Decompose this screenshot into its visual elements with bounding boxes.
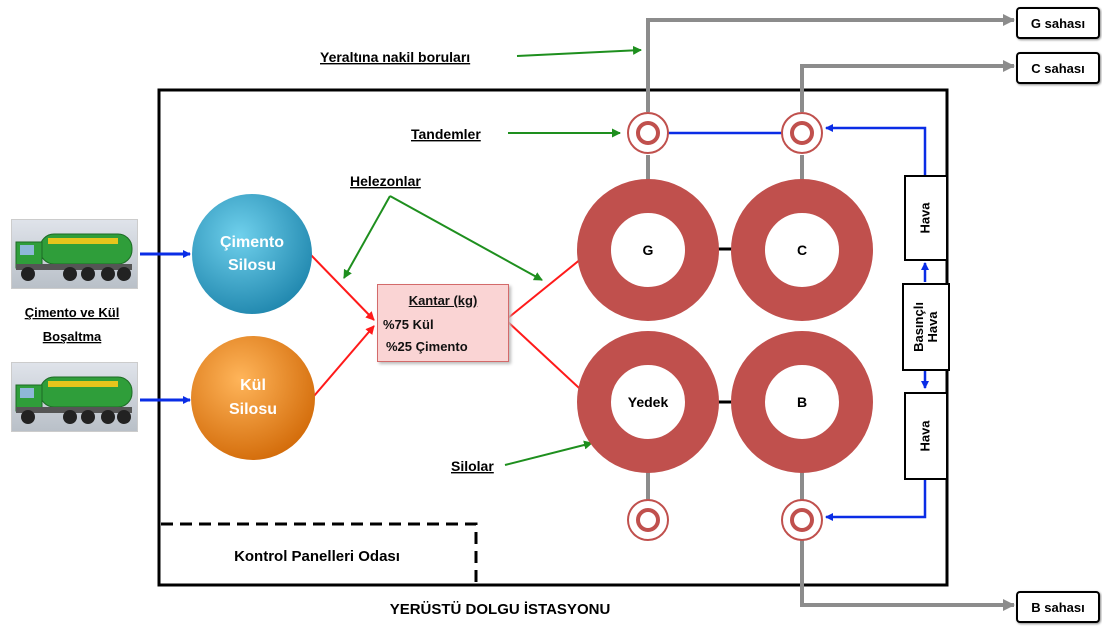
- silo-b-label: B: [797, 394, 807, 410]
- label-silos: Silolar: [451, 458, 494, 474]
- air-box-top: Hava: [904, 175, 948, 261]
- scale-title: Kantar (kg): [408, 293, 478, 308]
- scale-line1: %75 Kül: [383, 317, 434, 332]
- tandem-g: [627, 112, 669, 154]
- site-b-box: B sahası: [1016, 591, 1100, 623]
- site-c-box: C sahası: [1016, 52, 1100, 84]
- control-room-outline: [161, 522, 478, 585]
- label-unloading-line1: Çimento ve Kül: [25, 305, 120, 320]
- silo-b: [731, 331, 873, 473]
- arrow-pipes-label: [516, 45, 642, 57]
- air-bottom-label: Hava: [917, 420, 933, 452]
- label-unloading-line2: Boşaltma: [43, 329, 102, 344]
- scale-box: Kantar (kg) %75 Kül %25 Çimento: [377, 284, 509, 362]
- label-control-room: Kontrol Panelleri Odası: [234, 548, 400, 565]
- pipe-to-b-site: [800, 540, 1015, 611]
- air-line-top: [825, 124, 927, 175]
- label-tandems: Tandemler: [411, 126, 481, 142]
- arrow-silos-label: [504, 440, 593, 466]
- site-b-label: B sahası: [1031, 599, 1085, 615]
- silo-g-label: G: [643, 242, 654, 258]
- air-line-bottom: [825, 478, 927, 521]
- truck-image-top: [11, 219, 138, 289]
- silo-c: [731, 179, 873, 321]
- flow-scale-to-yedek: [507, 321, 593, 401]
- label-underground-pipes: Yeraltına nakil boruları: [320, 49, 470, 65]
- site-c-label: C sahası: [1031, 60, 1085, 76]
- flow-ash-to-scale: [313, 325, 375, 397]
- label-station-title: YERÜSTÜ DOLGU İSTASYONU: [390, 601, 611, 618]
- arrow-augers-left: [343, 195, 391, 279]
- silo-g: [577, 179, 719, 321]
- air-top-label: Hava: [917, 202, 933, 234]
- silo-c-label: C: [797, 242, 807, 258]
- tandem-c: [781, 112, 823, 154]
- pipe-to-g-site: [646, 14, 1015, 112]
- pressurized-air-box: Basınçlı Hava: [902, 283, 950, 371]
- ash-silo-line2: Silosu: [229, 401, 277, 418]
- tandem-b: [781, 499, 823, 541]
- pressurized-air-label: Basınçlı Hava: [911, 302, 941, 352]
- pressurized-air-line2: Hava: [925, 311, 941, 343]
- scale-line2: %25 Çimento: [386, 339, 468, 354]
- silo-yedek: [577, 331, 719, 473]
- cement-silo: [192, 194, 312, 314]
- cement-silo-line1: Çimento: [220, 234, 284, 251]
- ash-silo: [191, 336, 315, 460]
- tandem-yedek: [627, 499, 669, 541]
- air-box-bottom: Hava: [904, 392, 948, 480]
- truck-image-bottom: [11, 362, 138, 432]
- cement-silo-line2: Silosu: [228, 257, 276, 274]
- silo-yedek-label: Yedek: [628, 394, 669, 410]
- arrow-augers-right: [389, 195, 543, 281]
- ash-silo-line1: Kül: [240, 377, 266, 394]
- label-augers: Helezonlar: [350, 173, 421, 189]
- pressurized-air-line1: Basınçlı: [911, 302, 927, 352]
- site-g-label: G sahası: [1030, 15, 1086, 31]
- flow-cement-to-scale: [309, 253, 375, 321]
- site-g-box: G sahası: [1016, 7, 1100, 39]
- pipe-to-c-site: [800, 60, 1015, 112]
